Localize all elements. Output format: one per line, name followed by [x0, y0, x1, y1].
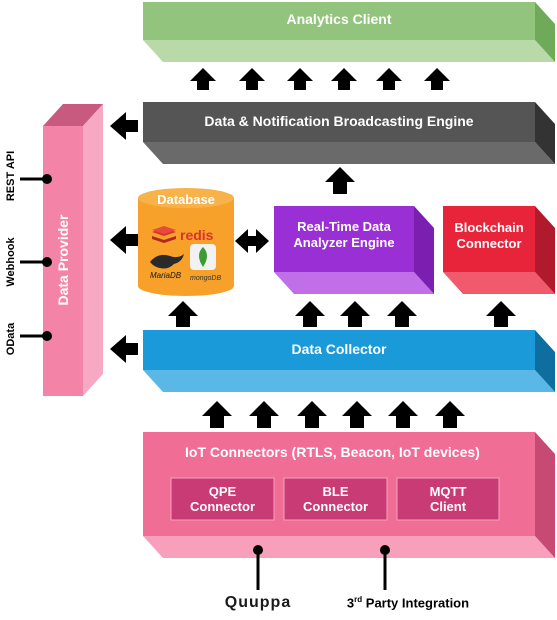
- qpe-connector-label: QPE Connector: [171, 484, 274, 514]
- double-arrow-icon: [235, 229, 269, 253]
- arrow-up-icon: [340, 301, 370, 327]
- analyzer-engine-label: Real-Time Data Analyzer Engine: [274, 219, 414, 251]
- ble-line-2: Connector: [303, 499, 368, 514]
- analytics-client-label: Analytics Client: [286, 11, 392, 27]
- connector-dot-icon: [42, 331, 52, 341]
- analyzer-line-2: Analyzer Engine: [293, 235, 395, 250]
- svg-text:redis: redis: [180, 227, 214, 243]
- mqtt-line-2: Client: [429, 499, 467, 514]
- odata-label: OData: [5, 322, 17, 356]
- mongodb-logo: mongoDB: [190, 244, 221, 282]
- arrow-up-icon: [297, 401, 327, 428]
- database-title: Database: [157, 192, 215, 207]
- arrow-up-icon: [435, 401, 465, 428]
- qpe-connector-box: [170, 477, 275, 521]
- data-collector-box: [143, 330, 555, 392]
- connector-dot-icon: [42, 257, 52, 267]
- arrow-left-icon: [110, 226, 138, 254]
- quuppa-logo-text: Quuppa: [224, 594, 292, 611]
- arrow-up-icon: [424, 68, 450, 90]
- data-collector-label: Data Collector: [291, 341, 387, 357]
- arrow-left-icon: [110, 335, 138, 363]
- redis-logo: redis: [152, 226, 214, 243]
- arrow-up-icon: [388, 401, 418, 428]
- arrow-up-icon: [202, 401, 232, 428]
- arrow-up-icon: [168, 301, 198, 327]
- svg-text:MariaDB: MariaDB: [150, 271, 182, 280]
- connector-dot-icon: [42, 174, 52, 184]
- arrow-left-icon: [110, 112, 138, 140]
- analytics-client-box: [143, 2, 555, 62]
- blockchain-label: Blockchain Connector: [443, 220, 535, 252]
- mariadb-logo: MariaDB: [150, 254, 184, 280]
- webhook-label: Webhook: [5, 237, 17, 287]
- iot-connectors-title: IoT Connectors (RTLS, Beacon, IoT device…: [185, 444, 480, 460]
- arrow-up-icon: [486, 301, 516, 327]
- arrow-up-icon: [295, 301, 325, 327]
- ble-connector-label: BLE Connector: [284, 484, 387, 514]
- analyzer-line-1: Real-Time Data: [297, 219, 391, 234]
- qpe-line-2: Connector: [190, 499, 255, 514]
- qpe-line-1: QPE: [208, 484, 237, 499]
- data-provider-label: Data Provider: [55, 214, 71, 306]
- third-party-ordinal: rd: [354, 595, 363, 604]
- arrow-up-icon: [342, 401, 372, 428]
- arrow-up-icon: [325, 167, 355, 194]
- blockchain-line-1: Blockchain: [454, 220, 524, 235]
- third-party-integration-label: 3rd Party Integration: [318, 595, 498, 610]
- arrow-up-icon: [287, 68, 313, 90]
- arrow-up-icon: [387, 301, 417, 327]
- arrow-up-icon: [239, 68, 265, 90]
- mqtt-client-box: [396, 477, 500, 521]
- arrow-up-icon: [376, 68, 402, 90]
- blockchain-box: [443, 206, 555, 294]
- ble-line-1: BLE: [322, 484, 349, 499]
- svg-text:mongoDB: mongoDB: [190, 275, 221, 282]
- third-party-number: 3: [346, 595, 355, 611]
- arrow-group: [110, 68, 516, 428]
- third-party-text: Party Integration: [362, 595, 470, 611]
- mqtt-client-label: MQTT Client: [397, 484, 499, 514]
- broadcasting-engine-box: [143, 102, 555, 164]
- data-provider-box: [43, 104, 103, 396]
- bottom-connectors: [253, 545, 390, 590]
- broadcasting-engine-label: Data & Notification Broadcasting Engine: [204, 113, 474, 129]
- arrow-up-icon: [331, 68, 357, 90]
- rest-api-label: REST API: [5, 150, 17, 202]
- analyzer-engine-box: [274, 206, 434, 294]
- ble-connector-box: [283, 477, 388, 521]
- api-connectors: [20, 174, 52, 341]
- arrow-up-icon: [190, 68, 216, 90]
- arrow-up-icon: [249, 401, 279, 428]
- blockchain-line-2: Connector: [456, 236, 522, 251]
- mqtt-line-1: MQTT: [429, 484, 467, 499]
- database-cylinder: [138, 188, 234, 296]
